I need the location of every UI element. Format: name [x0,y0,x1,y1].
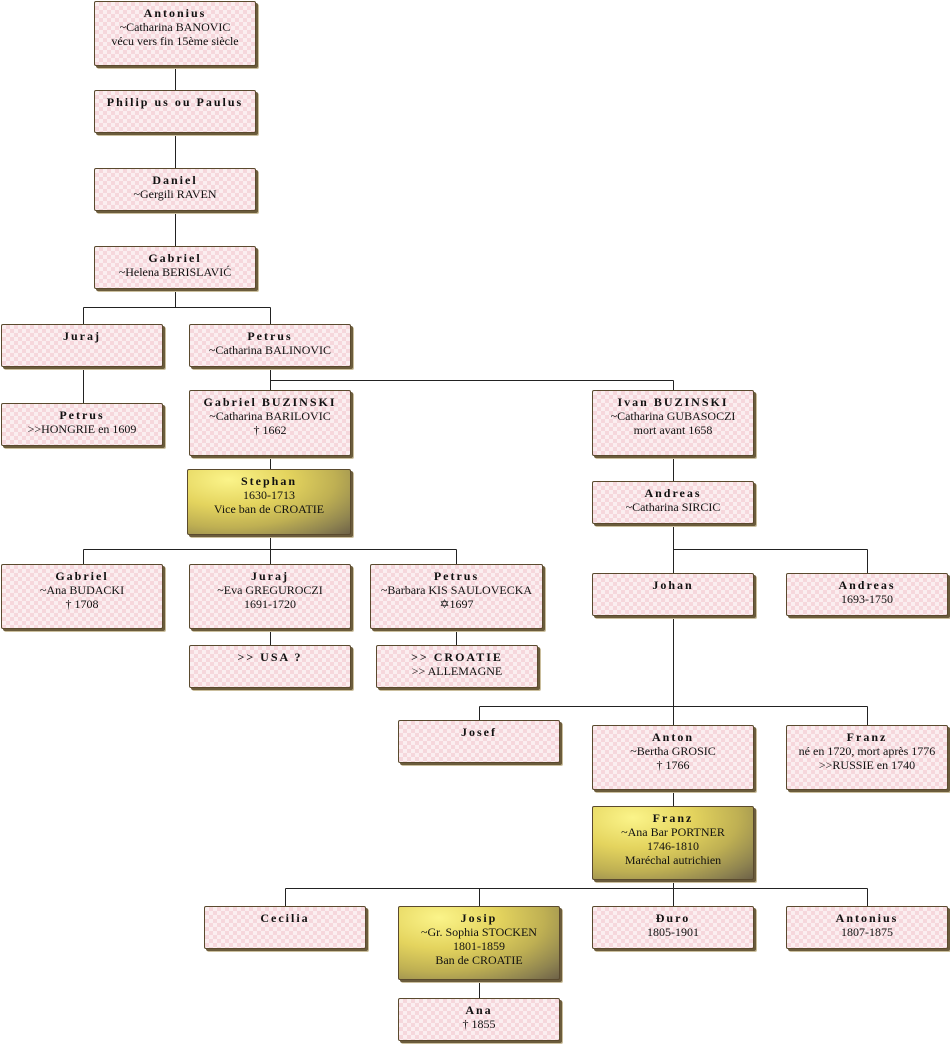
person-name: Petrus [433,569,480,583]
person-box-petrus-hongrie: Petrus>>HONGRIE en 1609 [1,403,163,446]
person-box-juraj-1: Juraj [1,324,163,367]
person-detail: 1805-1901 [647,925,699,939]
person-detail: 1801-1859 [453,939,505,953]
person-name: Andreas [838,578,896,592]
person-detail: 1630-1713 [243,488,295,502]
person-detail: ~Gr. Sophia STOCKEN [421,925,537,939]
person-detail: 1691-1720 [244,597,296,611]
person-name: >> CROATIE [411,650,503,664]
person-detail: ~Catharina SIRCIC [625,500,721,514]
person-detail: 1807-1875 [841,925,893,939]
person-name: Gabriel [55,569,109,583]
person-box-petrus-2: Petrus~Barbara KIS SAULOVECKA✡1697 [370,564,543,629]
person-detail: ~Ana Bar PORTNER [621,825,725,839]
person-detail: ~Catharina BALINOVIC [208,343,332,357]
person-detail: Maréchal autrichien [624,853,722,867]
person-detail: † 1766 [656,758,690,772]
person-name: Anton [651,730,694,744]
person-name: Gabriel BUZINSKI [203,395,337,409]
person-name: Daniel [152,173,198,187]
person-detail: † 1708 [65,597,99,611]
person-name: Stephan [240,474,298,488]
person-name: Josip [460,911,498,925]
person-detail: ~Bertha GROSIC [630,744,716,758]
person-detail: ~Catharina BARILOVIC [209,409,331,423]
person-box-philipus: Philip us ou Paulus [94,90,256,133]
person-detail: né en 1720, mort après 1776 [798,744,936,758]
person-name: Ana [465,1003,493,1017]
person-detail: ~Helena BERISLAVIĆ [118,265,232,279]
person-detail: 1746-1810 [647,839,699,853]
person-box-usa: >> USA ? [189,645,351,688]
person-box-cecilia: Cecilia [204,906,366,949]
person-name: Juraj [251,569,289,583]
person-detail: ~Eva GREGUROCZI [217,583,323,597]
person-name: Josef [461,725,497,739]
person-detail: ~Catharina GUBASOCZI [610,409,736,423]
person-detail: >>HONGRIE en 1609 [27,422,137,436]
person-box-johan: Johan [592,573,754,616]
person-detail: ~Ana BUDACKI [39,583,125,597]
person-box-anton: Anton~Bertha GROSIC† 1766 [592,725,754,790]
person-detail: ~Gergili RAVEN [133,187,217,201]
person-detail: † 1855 [462,1017,496,1031]
person-name: Franz [652,811,694,825]
person-detail: mort avant 1658 [633,423,713,437]
person-box-croatie-allemagne: >> CROATIE>> ALLEMAGNE [376,645,538,688]
person-box-daniel: Daniel~Gergili RAVEN [94,168,256,211]
person-name: >> USA ? [237,650,303,664]
person-detail: Vice ban de CROATIE [213,502,325,516]
person-name: Ivan BUZINSKI [617,395,729,409]
person-box-gabriel-buzinski: Gabriel BUZINSKI~Catharina BARILOVIC† 16… [189,390,351,456]
person-detail: >> ALLEMAGNE [411,664,503,678]
person-detail: ~Barbara KIS SAULOVECKA [380,583,533,597]
person-name: Cecilia [260,911,310,925]
person-detail: ✡1697 [439,597,474,611]
person-box-petrus-1: Petrus~Catharina BALINOVIC [189,324,351,367]
person-detail: † 1662 [253,423,287,437]
person-box-josef: Josef [398,720,560,763]
person-detail: Ban de CROATIE [435,953,523,967]
person-name: Petrus [59,408,105,422]
person-box-andreas-1: Andreas~Catharina SIRCIC [592,481,754,524]
person-detail: >>RUSSIE en 1740 [818,758,916,772]
person-box-gabriel-2: Gabriel~Ana BUDACKI† 1708 [1,564,163,629]
person-name: Franz [846,730,888,744]
person-detail: 1693-1750 [841,592,893,606]
person-name: Johan [652,578,694,592]
person-box-ana: Ana† 1855 [398,998,560,1041]
person-name: Gabriel [148,251,202,265]
person-name: Petrus [247,329,293,343]
person-name: Juraj [63,329,101,343]
person-name: Đuro [655,911,691,925]
person-name: Andreas [644,486,702,500]
person-detail: ~Catharina BANOVIC [119,20,231,34]
person-name: Antonius [143,6,207,20]
person-name: Philip us ou Paulus [106,95,244,109]
person-name: Antonius [835,911,899,925]
person-box-gabriel-1: Gabriel~Helena BERISLAVIĆ [94,246,256,289]
person-detail: vécu vers fin 15ème siècle [111,34,239,48]
